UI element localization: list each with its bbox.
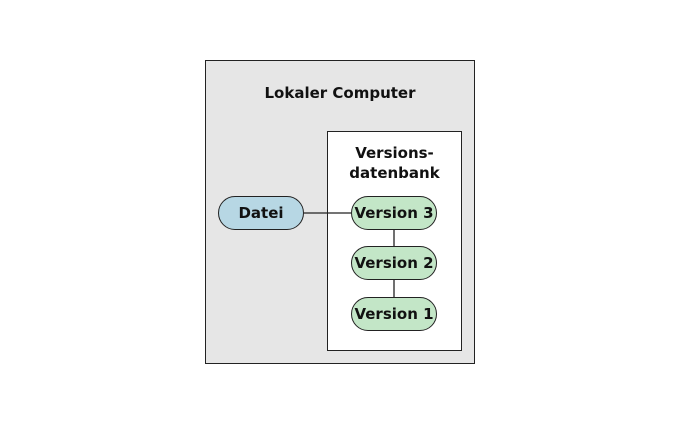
local-computer-title: Lokaler Computer — [264, 84, 416, 102]
version-2-node: Version 2 — [351, 246, 437, 280]
version-database-title: Versions- datenbank — [327, 143, 462, 183]
version-database-title-line1: Versions- — [355, 144, 434, 162]
version-3-node: Version 3 — [351, 196, 437, 230]
file-node: Datei — [218, 196, 304, 230]
version-1-node: Version 1 — [351, 297, 437, 331]
version-database-title-line2: datenbank — [349, 164, 440, 182]
